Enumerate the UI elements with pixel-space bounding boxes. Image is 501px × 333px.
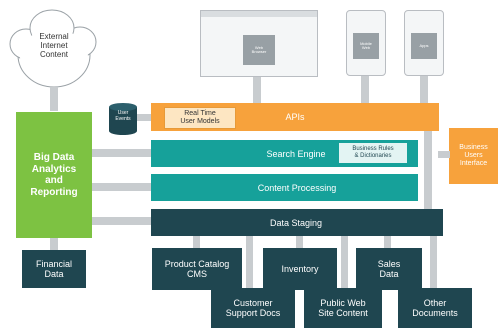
financial-arrow (50, 238, 58, 250)
search-engine-label: Search Engine (266, 149, 326, 159)
other-documents-box: Other Documents (398, 288, 472, 328)
right-vertical-connector (424, 131, 432, 211)
bigdata-to-search-arrow (92, 149, 151, 157)
mobile-web-label: Mobile Web (353, 33, 379, 59)
big-data-label: Big Data Analytics and Reporting (30, 152, 78, 198)
inventory-arrow (296, 236, 303, 248)
business-rules-box: Business Rules & Dictionaries (338, 142, 408, 164)
other-docs-label: Other Documents (412, 297, 458, 318)
public-web-arrow (341, 236, 348, 288)
business-users-arrow (438, 151, 450, 158)
big-data-analytics-box: Big Data Analytics and Reporting (16, 112, 92, 238)
product-catalog-box: Product Catalog CMS (152, 248, 242, 290)
public-web-label: Public Web Site Content (318, 297, 368, 318)
user-events-cylinder (109, 103, 137, 135)
business-users-interface-box: Business Users Interface (449, 128, 498, 184)
content-processing-bar (151, 174, 418, 201)
bigdata-to-content-arrow (92, 183, 151, 191)
apps-label: Apps (411, 33, 437, 59)
customer-support-box: Customer Support Docs (211, 288, 295, 328)
web-browser-device: Web Browser (200, 10, 318, 77)
data-staging-bar (151, 209, 443, 236)
web-browser-label: Web Browser (243, 35, 275, 65)
content-processing-label: Content Processing (257, 183, 337, 193)
other-docs-arrow (430, 236, 437, 288)
real-time-label: Real Time User Models (180, 109, 220, 125)
product-catalog-arrow (193, 236, 200, 248)
bigdata-to-staging-arrow (92, 217, 151, 225)
inventory-box: Inventory (263, 248, 337, 290)
apps-device: Apps (404, 10, 444, 76)
product-catalog-label: Product Catalog CMS (164, 258, 230, 279)
data-staging-label: Data Staging (269, 218, 323, 228)
customer-support-arrow (246, 236, 253, 288)
financial-label: Financial Data (35, 258, 73, 279)
cloud-label: External Internet Content (39, 32, 69, 60)
customer-support-label: Customer Support Docs (225, 297, 281, 318)
apis-label: APIs (285, 112, 305, 122)
sales-arrow (384, 236, 391, 248)
financial-data-box: Financial Data (22, 250, 86, 288)
apps-to-apis-arrow (420, 76, 428, 103)
public-web-box: Public Web Site Content (304, 288, 382, 328)
business-users-label: Business Users Interface (459, 143, 488, 168)
sales-data-box: Sales Data (356, 248, 422, 290)
mobile-web-device: Mobile Web (346, 10, 386, 76)
user-events-label: User Events (115, 110, 131, 122)
cloud-shape (9, 9, 97, 88)
sales-label: Sales Data (377, 258, 401, 279)
business-rules-label: Business Rules & Dictionaries (352, 146, 394, 159)
mobile-to-apis-arrow (361, 76, 369, 103)
inventory-label: Inventory (281, 263, 319, 274)
events-to-apis-arrow (137, 114, 151, 121)
cloud-to-bigdata-arrow (50, 87, 58, 111)
browser-to-apis-arrow (253, 77, 261, 103)
real-time-user-models-box: Real Time User Models (164, 107, 236, 129)
